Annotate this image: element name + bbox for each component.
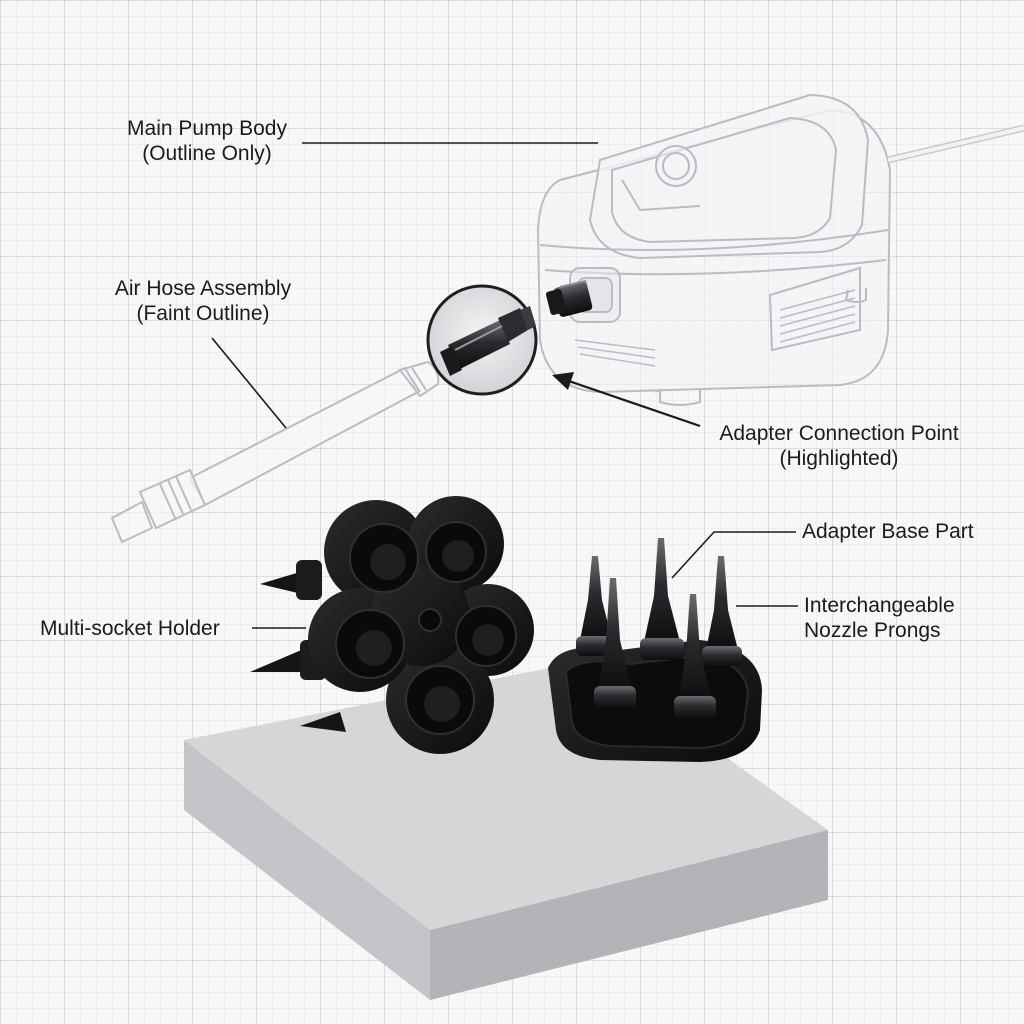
label-nozzle-prongs-line2: Nozzle Prongs	[804, 619, 941, 642]
pump-adapter-fitting	[545, 280, 593, 317]
label-multi-socket-holder: Multi-socket Holder	[40, 616, 220, 641]
label-main-pump-body-line1: Main Pump Body	[127, 117, 287, 140]
label-interchangeable-nozzle-prongs: Interchangeable Nozzle Prongs	[804, 593, 955, 643]
label-air-hose-line1: Air Hose Assembly	[114, 277, 292, 300]
adapter-connection-highlight	[426, 284, 538, 396]
label-adapter-connection-line1: Adapter Connection Point	[719, 422, 959, 445]
leader-air-hose	[211, 337, 287, 429]
label-main-pump-body: Main Pump Body (Outline Only)	[112, 116, 302, 166]
highlight-arrow	[552, 372, 701, 428]
label-adapter-connection-point: Adapter Connection Point (Highlighted)	[696, 421, 982, 471]
adapter-base-with-prongs	[548, 538, 762, 762]
label-nozzle-prongs-line1: Interchangeable	[804, 594, 955, 617]
leader-lines	[211, 142, 798, 629]
main-pump-body-outline	[536, 93, 1024, 406]
multi-socket-holder-part	[250, 496, 534, 754]
label-adapter-base-line1: Adapter Base Part	[802, 520, 974, 543]
leader-adapter-base	[671, 531, 796, 579]
display-pedestal	[184, 660, 828, 1000]
label-air-hose-line2: (Faint Outline)	[136, 302, 270, 325]
air-hose-outline	[110, 360, 440, 544]
label-air-hose-assembly: Air Hose Assembly (Faint Outline)	[96, 276, 310, 326]
label-main-pump-body-line2: (Outline Only)	[142, 142, 272, 165]
label-adapter-connection-line2: (Highlighted)	[779, 447, 899, 470]
label-multi-socket-holder-line1: Multi-socket Holder	[40, 617, 220, 640]
label-adapter-base-part: Adapter Base Part	[802, 519, 974, 544]
